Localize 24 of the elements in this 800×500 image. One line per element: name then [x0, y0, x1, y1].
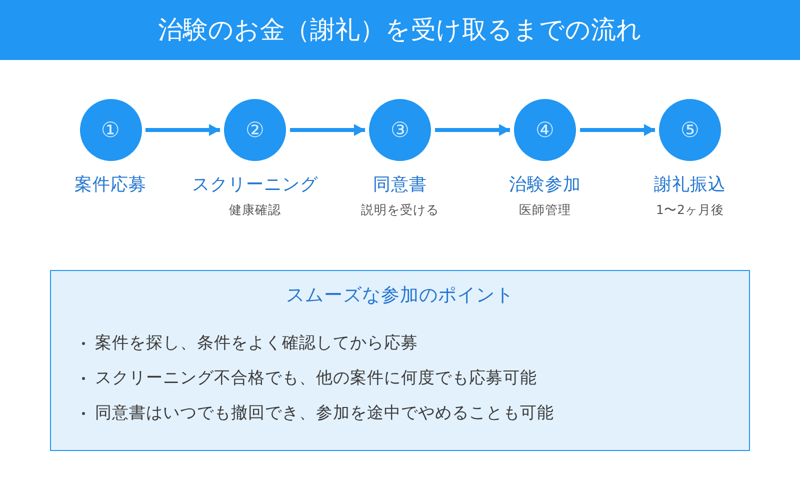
tip-text: 案件を探し、条件をよく確認してから応募 — [95, 332, 418, 354]
step-number-circle: ② — [224, 99, 286, 161]
step-number-circle: ⑤ — [659, 99, 721, 161]
step-title: 案件応募 — [74, 175, 146, 196]
arrow — [146, 124, 220, 136]
step-title: 治験参加 — [509, 175, 581, 196]
tip-text: スクリーニング不合格でも、他の案件に何度でも応募可能 — [95, 367, 537, 390]
step-title: スクリーニング — [192, 175, 318, 196]
arrow — [435, 124, 510, 136]
step-number-circle: ③ — [369, 99, 431, 161]
diagram-title: 治験のお金（謝礼）を受け取るまでの流れ — [158, 15, 642, 45]
arrow — [290, 124, 365, 136]
panel-heading: スムーズな参加のポイント — [286, 285, 514, 308]
step-number-circle: ① — [80, 99, 142, 161]
step-subtitle: 健康確認 — [229, 202, 281, 217]
tips-panel — [50, 270, 750, 451]
step-number-circle: ④ — [514, 99, 576, 161]
step-title: 謝礼振込 — [654, 175, 726, 196]
tip-text: 同意書はいつでも撤回でき、参加を途中でやめることも可能 — [95, 402, 554, 424]
arrow — [580, 124, 655, 136]
step-subtitle: 1〜2ヶ月後 — [656, 202, 724, 217]
step-subtitle: 説明を受ける — [361, 202, 439, 217]
step-title: 同意書 — [373, 175, 427, 196]
step-subtitle: 医師管理 — [519, 202, 571, 217]
